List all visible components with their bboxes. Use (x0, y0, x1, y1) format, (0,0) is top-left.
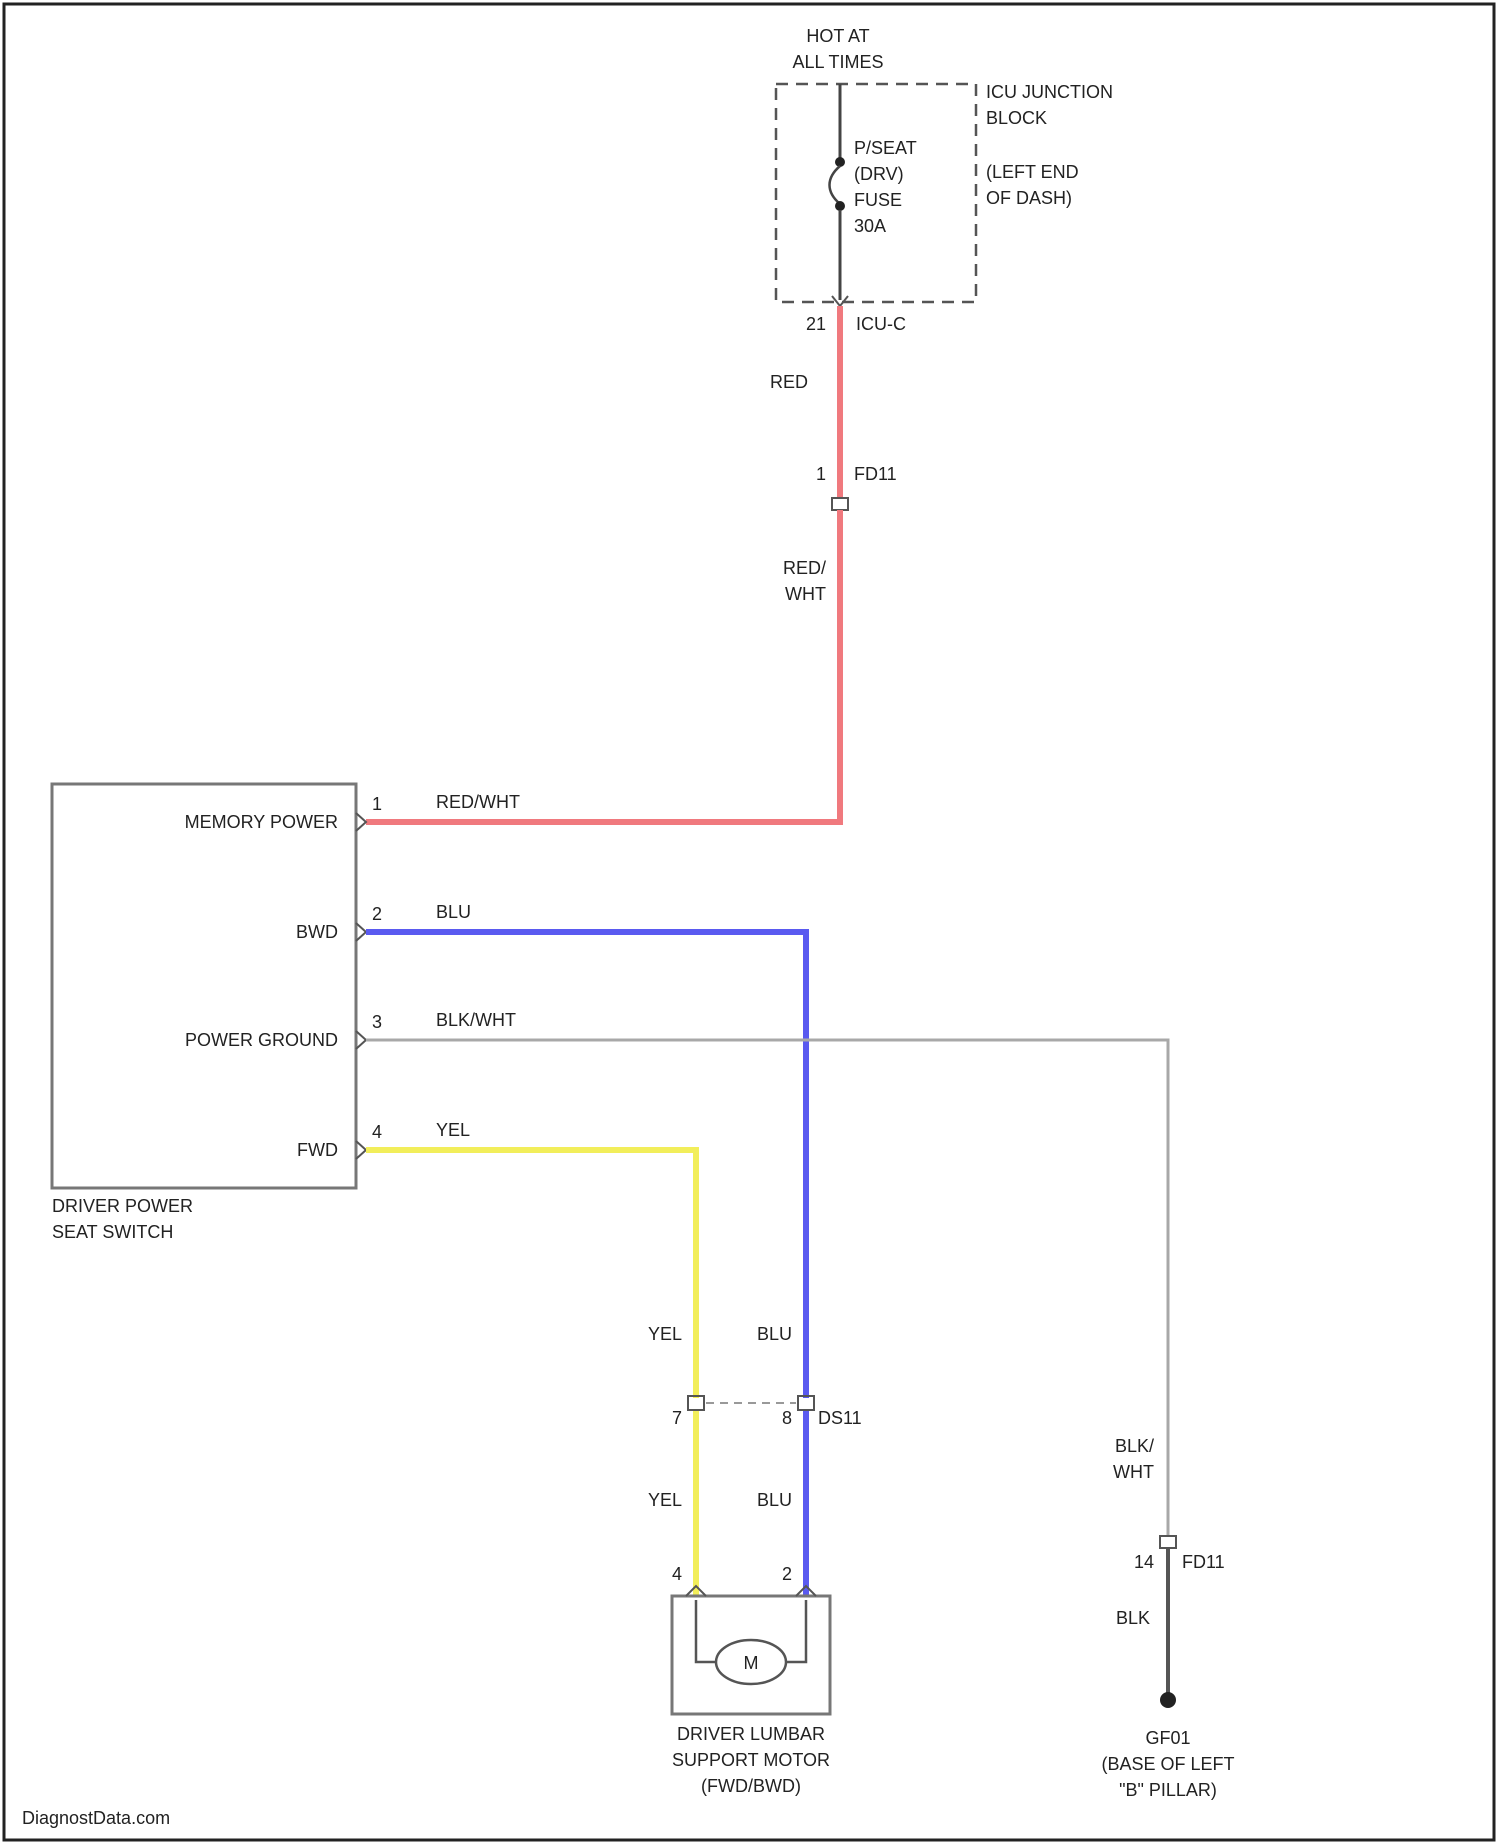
seat-switch-pin-name: MEMORY POWER (185, 812, 338, 832)
ground-point-icon (1160, 1692, 1176, 1708)
seat-switch-pin-number: 4 (372, 1122, 382, 1142)
blk-wht-label-2: WHT (1113, 1462, 1154, 1482)
red-wht-wire-label-1: RED/ (783, 558, 826, 578)
seat-switch-box (52, 784, 356, 1188)
red-wht-wire (366, 510, 840, 822)
seat-switch-caption-2: SEAT SWITCH (52, 1222, 173, 1242)
seat-switch-caption-1: DRIVER POWER (52, 1196, 193, 1216)
fuse-label-2: (DRV) (854, 164, 904, 184)
icu-c-pin-number: 21 (806, 314, 826, 334)
fd11-pin-number: 1 (816, 464, 826, 484)
ground-name: GF01 (1145, 1728, 1190, 1748)
yel-upper-label: YEL (648, 1324, 682, 1344)
blu-pin2-label: BLU (436, 902, 471, 922)
blk-wht-wire (366, 1040, 1168, 1536)
motor-pin-left: 4 (672, 1564, 682, 1584)
yel-pin4-label: YEL (436, 1120, 470, 1140)
motor-caption-3: (FWD/BWD) (701, 1776, 801, 1796)
power-source-label-2: ALL TIMES (792, 52, 883, 72)
power-source-label-1: HOT AT (806, 26, 869, 46)
motor-caption-1: DRIVER LUMBAR (677, 1724, 825, 1744)
seat-switch-pin-number: 1 (372, 794, 382, 814)
junction-block-location-1: (LEFT END (986, 162, 1079, 182)
fuse-label-4: 30A (854, 216, 886, 236)
fuse-terminal-top (835, 157, 845, 167)
blu-wire-upper (366, 932, 806, 1398)
fd11-ground-connector-name: FD11 (1182, 1552, 1225, 1572)
junction-block-location-2: OF DASH) (986, 188, 1072, 208)
fuse-label-3: FUSE (854, 190, 902, 210)
red-wht-pin1-label: RED/WHT (436, 792, 520, 812)
seat-switch-pin-number: 2 (372, 904, 382, 924)
yel-wire-upper (366, 1150, 696, 1398)
fuse-icon (830, 166, 841, 204)
junction-block-name-2: BLOCK (986, 108, 1047, 128)
seat-switch-pin-number: 3 (372, 1012, 382, 1032)
ground-location-2: "B" PILLAR) (1119, 1780, 1217, 1800)
motor-caption-2: SUPPORT MOTOR (672, 1750, 830, 1770)
fd11-connector-name: FD11 (854, 464, 897, 484)
fd11-connector-icon (832, 498, 848, 510)
ds11-connector-name: DS11 (818, 1408, 862, 1428)
blk-wht-label-1: BLK/ (1115, 1436, 1154, 1456)
red-wht-wire-label-2: WHT (785, 584, 826, 604)
blk-wht-pin3-label: BLK/WHT (436, 1010, 516, 1030)
fuse-terminal-bottom (835, 201, 845, 211)
ds11-pin-blu: 8 (782, 1408, 792, 1428)
ds11-yel-connector-icon (688, 1396, 704, 1410)
motor-symbol: M (744, 1653, 759, 1673)
seat-switch-pin-name: FWD (297, 1140, 338, 1160)
motor-pin-right: 2 (782, 1564, 792, 1584)
yel-lower-label: YEL (648, 1490, 682, 1510)
junction-block-name-1: ICU JUNCTION (986, 82, 1113, 102)
fd11-ground-pin: 14 (1134, 1552, 1154, 1572)
seat-switch-pin-name: POWER GROUND (185, 1030, 338, 1050)
blu-lower-label: BLU (757, 1490, 792, 1510)
blu-upper-label: BLU (757, 1324, 792, 1344)
red-wire-label: RED (770, 372, 808, 392)
ds11-pin-yel: 7 (672, 1408, 682, 1428)
ds11-blu-connector-icon (798, 1396, 814, 1410)
blk-wire-label: BLK (1116, 1608, 1150, 1628)
ground-location-1: (BASE OF LEFT (1101, 1754, 1234, 1774)
watermark: DiagnostData.com (22, 1808, 170, 1828)
fuse-label-1: P/SEAT (854, 138, 917, 158)
seat-switch-pin-name: BWD (296, 922, 338, 942)
icu-c-connector-name: ICU-C (856, 314, 906, 334)
fd11-ground-connector-icon (1160, 1536, 1176, 1548)
